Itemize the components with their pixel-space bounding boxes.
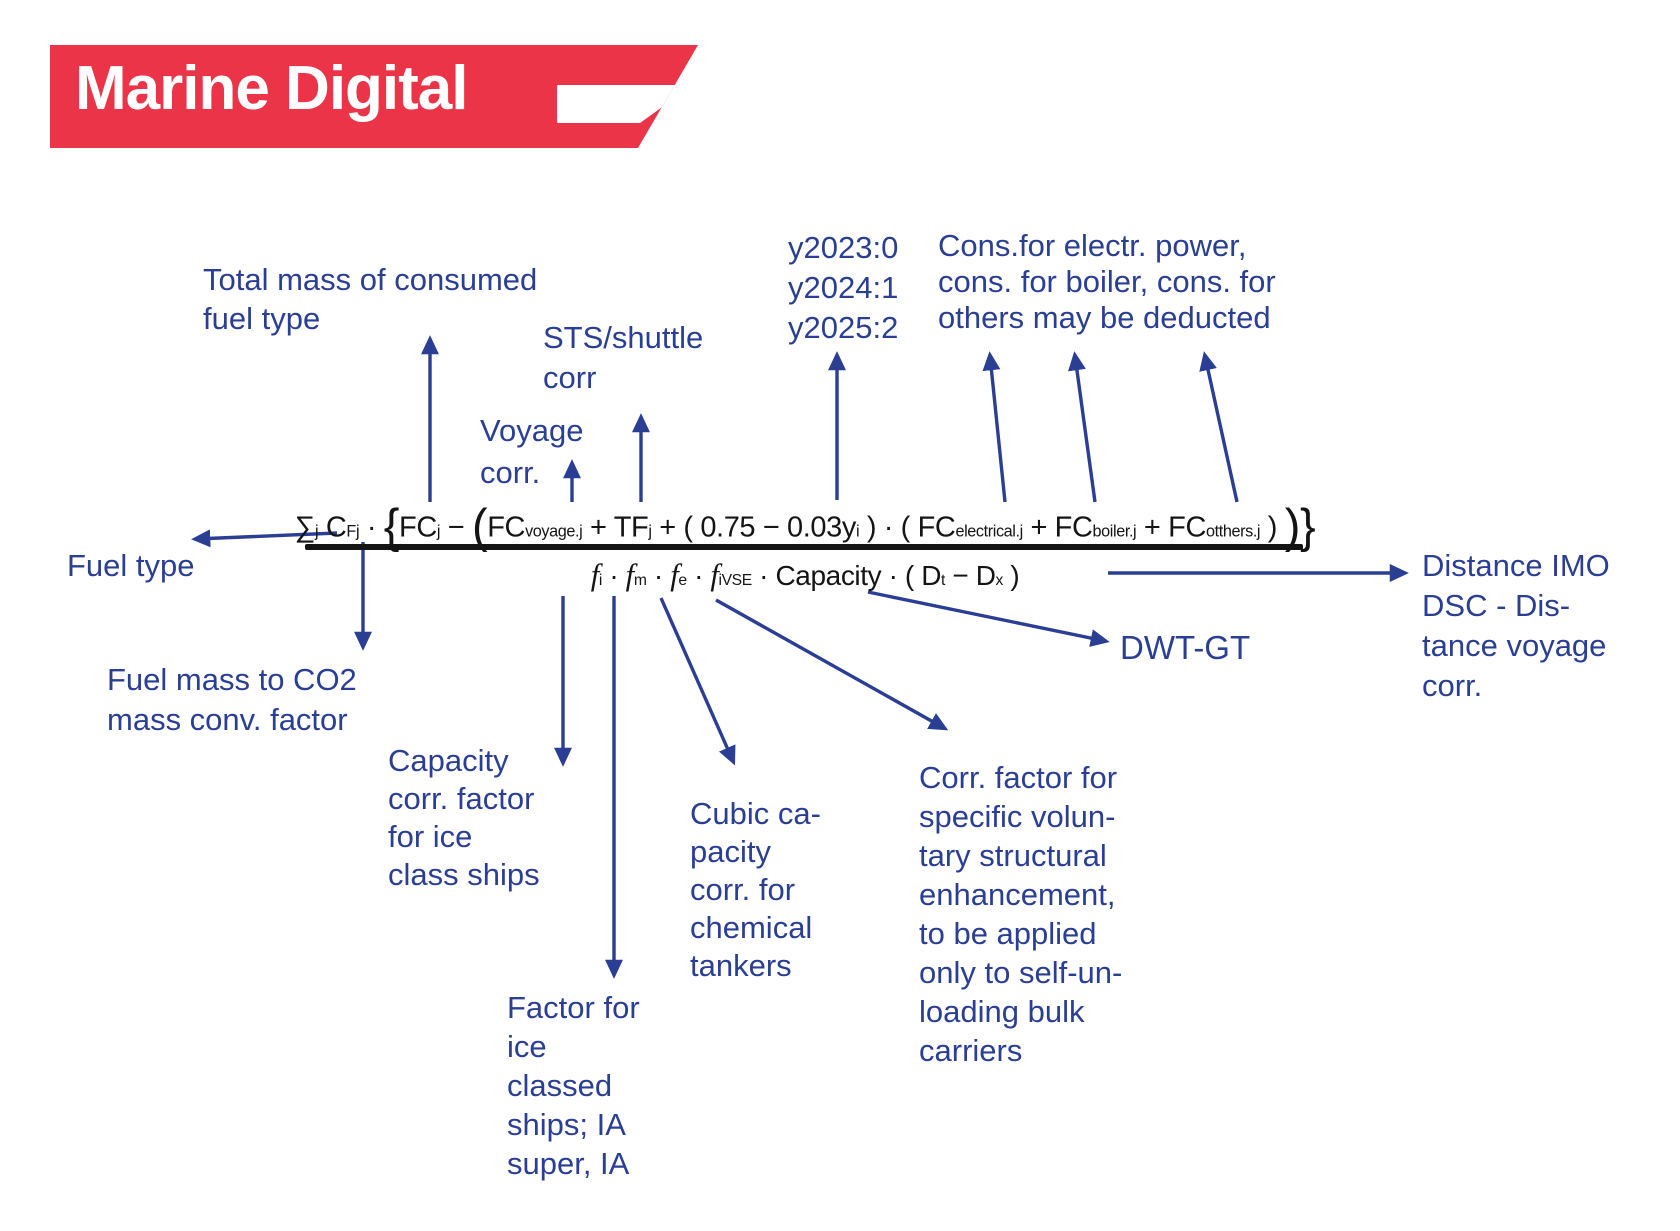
arrow-fe <box>659 597 736 766</box>
annotation-dwt-gt: DWT-GT <box>1120 629 1251 666</box>
arrow-dwt-gt <box>867 590 1110 647</box>
annotation-cons-deduct: Cons.for electr. power,cons. for boiler,… <box>938 228 1276 335</box>
arrow-cons-electrical <box>982 351 1007 503</box>
formula-denominator: fi · fm · fe · fiVSE · Capacity · ( Dt −… <box>590 558 1020 592</box>
logo-text: Marine Digital <box>75 54 468 123</box>
arrow-fivse <box>715 598 949 731</box>
arrow-cons-others <box>1199 351 1239 503</box>
annotation-fuel-type: Fuel type <box>67 548 195 583</box>
arrow-cons-boiler <box>1068 351 1097 503</box>
marine-digital-logo: Marine Digital <box>50 45 698 148</box>
formula-numerator: ∑j CFj · {FCj − (FCvoyage.j + TFj + ( 0.… <box>294 499 1316 552</box>
fraction-bar <box>305 544 1303 550</box>
logo-hull-icon <box>557 85 693 123</box>
